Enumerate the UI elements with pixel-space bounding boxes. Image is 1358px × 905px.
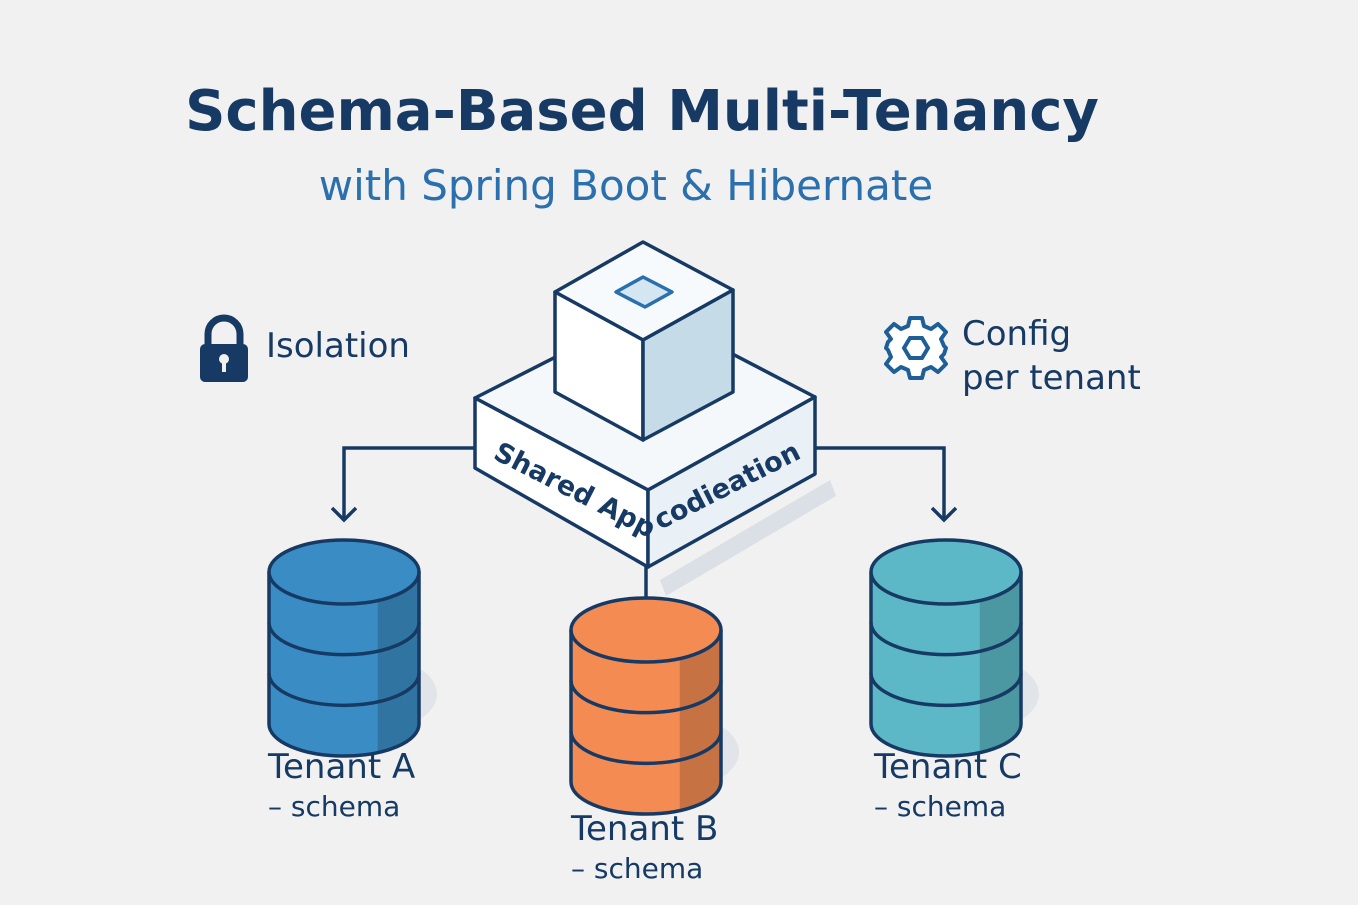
page-title: Schema-Based Multi-Tenancy: [185, 79, 1099, 144]
connectors: [330, 446, 958, 598]
tenant-b-database-icon: [569, 596, 739, 816]
connector-tenant-a: [342, 446, 475, 518]
config-label-line1: Config: [962, 314, 1071, 354]
tenant-c-name: Tenant C: [873, 747, 1022, 787]
page-subtitle: with Spring Boot & Hibernate: [319, 161, 933, 210]
tenant-a-database-icon: [267, 538, 437, 758]
config-label-line2: per tenant: [962, 358, 1141, 398]
feature-isolation: Isolation: [200, 314, 410, 382]
arrowhead-tenant-c: [930, 506, 958, 523]
tenant-a-name: Tenant A: [267, 747, 415, 787]
arrowhead-tenant-a: [330, 506, 358, 523]
tenant-a-sub: – schema: [268, 790, 400, 823]
tenant-b-name: Tenant B: [570, 809, 718, 849]
tenants-layer: [267, 538, 1039, 816]
isolation-label: Isolation: [266, 326, 410, 366]
tenant-b-sub: – schema: [571, 852, 703, 885]
connector-tenant-c: [815, 446, 946, 518]
app-cube-icon: [553, 240, 735, 442]
tenant-c-sub: – schema: [874, 790, 1006, 823]
tenant-c-database-icon: [869, 538, 1039, 758]
lock-icon: [200, 314, 248, 382]
gear-icon: [884, 316, 948, 380]
feature-config: Config per tenant: [884, 314, 1141, 398]
